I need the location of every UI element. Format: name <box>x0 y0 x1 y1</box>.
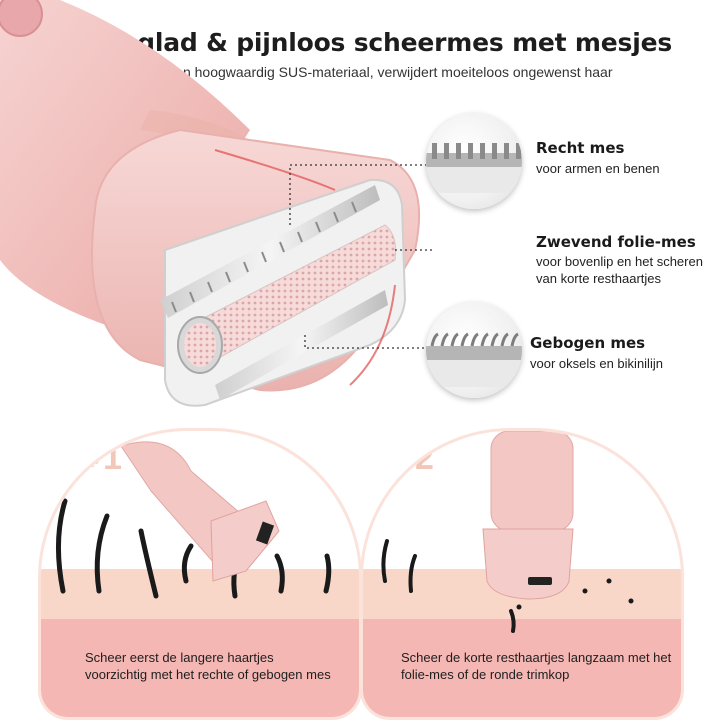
feature-desc-straight: voor armen en benen <box>536 161 660 176</box>
step-2-caption-line2: folie-mes of de ronde trimkop <box>401 667 570 682</box>
step-1-badge-number: 1 <box>103 439 122 477</box>
feature-title-foil: Zwevend folie-mes <box>536 233 696 251</box>
feature-desc-foil-line1: voor bovenlip en het scheren <box>536 254 703 269</box>
shaver-illustration <box>0 0 432 407</box>
step-1-panel: Step 1 Scheer eerst de langere haartjes … <box>38 428 362 720</box>
step-1-badge-word: Step <box>69 451 100 467</box>
step-2-badge-word: Step <box>383 451 414 467</box>
step-1-caption-line2: voorzichtig met het rechte of gebogen me… <box>85 667 331 682</box>
step-1-caption-line1: Scheer eerst de langere haartjes <box>85 650 274 665</box>
curved-blade-icon <box>426 302 522 398</box>
feature-desc-foil-line2: van korte resthaartjes <box>536 271 662 286</box>
power-button-icon <box>0 0 43 37</box>
step-2-badge-number: 2 <box>415 439 434 477</box>
feature-desc-curved: voor oksels en bikinilijn <box>530 356 663 371</box>
feature-title-curved: Gebogen mes <box>530 334 646 352</box>
straight-blade-icon <box>426 113 522 209</box>
page-subtitle: Gemaakt van hoogwaardig SUS-materiaal, v… <box>107 64 613 80</box>
step-2-caption-line1: Scheer de korte resthaartjes langzaam me… <box>401 650 672 665</box>
feature-title-straight: Recht mes <box>536 139 625 157</box>
step-2-panel: Step 2 Scheer de korte resthaartjes lang… <box>360 428 684 720</box>
